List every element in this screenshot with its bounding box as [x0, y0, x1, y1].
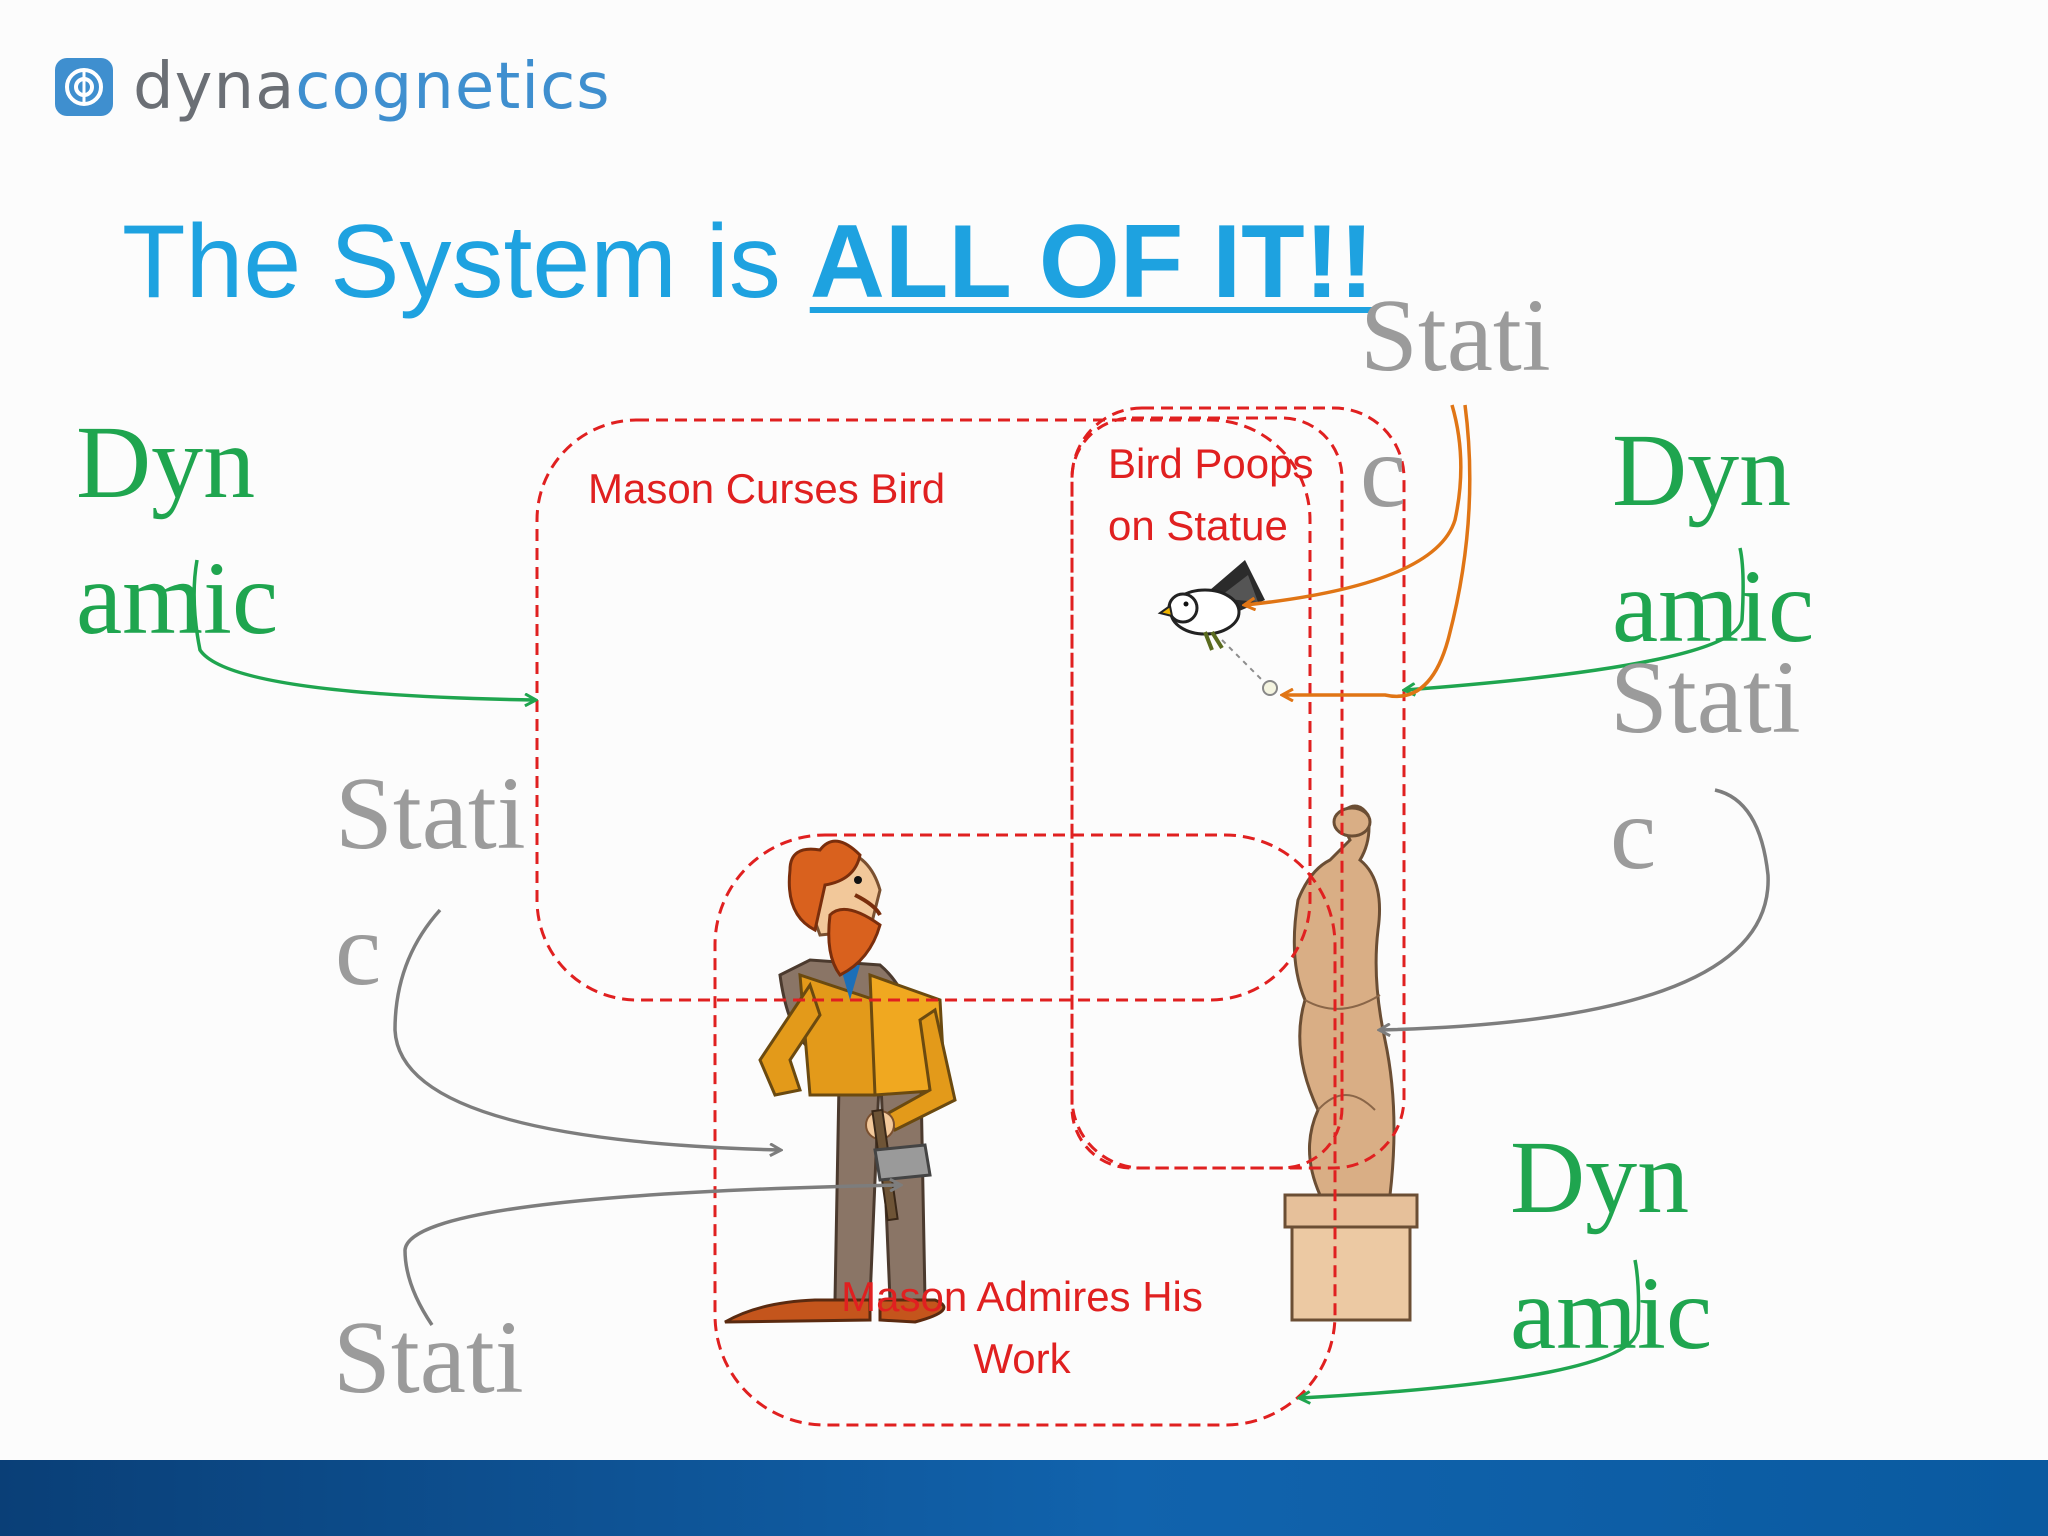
static-arrow-to-hammer [403, 1185, 900, 1326]
dynamic-arrow-to-curse-box [192, 559, 535, 700]
logo: dynacognetics [55, 55, 611, 119]
static-arrow-to-bird [1245, 404, 1463, 605]
statue-illustration [1283, 804, 1419, 1322]
static-arrow-to-mason [393, 908, 780, 1150]
logo-text-dyna: dyna [133, 50, 296, 124]
dynamic-label-right: Dynamic [1612, 413, 1815, 664]
mason-illustration [724, 839, 957, 1324]
dynamic-arrow-to-poop-box [1405, 547, 1745, 690]
bird-illustration [1157, 560, 1278, 696]
slide-title: The System is ALL OF IT!! [122, 200, 1374, 325]
dynamic-arrow-to-admire-box [1300, 1259, 1641, 1398]
dynamic-label-bottom-right: Dynamic [1510, 1120, 1713, 1371]
dynamic-label-left: Dynamic [76, 405, 279, 656]
title-prefix: The System is [122, 204, 810, 320]
logo-text-cognetics: cognetics [295, 50, 611, 124]
static-label-left: Static [335, 756, 526, 1007]
label-bird-poops-on-statue: Bird Poops on Statue [1108, 440, 1314, 549]
static-label-top: Static [1360, 278, 1551, 529]
logo-wordmark: dynacognetics [133, 55, 611, 119]
footer-band [0, 1460, 2048, 1536]
static-arrow-to-dropping [1283, 404, 1472, 696]
mason-admires-his-work-box [713, 833, 1337, 1427]
static-label-right: Static [1610, 640, 1801, 891]
mason-curses-bird-box [535, 418, 1312, 1002]
title-emphasis: ALL OF IT!! [809, 204, 1374, 320]
static-arrow-to-statue [1380, 788, 1770, 1030]
bird-poops-inner-box [1070, 416, 1344, 1170]
label-mason-curses-bird: Mason Curses Bird [588, 465, 946, 512]
dynacognetics-logo-icon [55, 58, 113, 116]
label-mason-admires-his-work: Mason Admires His Work [841, 1273, 1203, 1382]
